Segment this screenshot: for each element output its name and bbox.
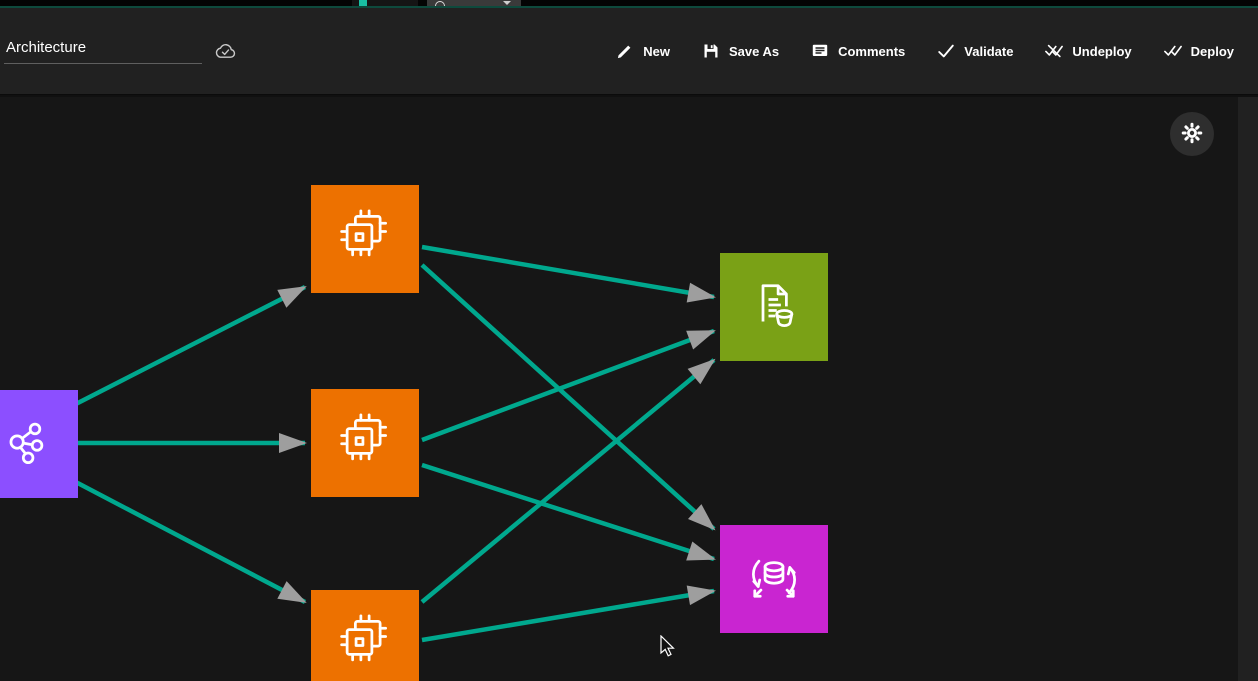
edge-network-compute-1[interactable] <box>68 284 307 410</box>
diagram-title-group <box>4 38 237 64</box>
edge-compute-2-storage[interactable] <box>421 328 716 443</box>
check-icon <box>937 42 955 60</box>
node-compute-3[interactable] <box>311 590 419 681</box>
chip-icon <box>332 408 398 479</box>
edge-compute-3-database[interactable] <box>421 585 716 643</box>
double-check-slash-icon <box>1045 42 1064 60</box>
chip-icon <box>332 609 398 680</box>
toolbar-action-comments[interactable]: Comments <box>811 42 905 60</box>
diagram-title-input[interactable] <box>4 38 202 64</box>
edge-compute-2-database[interactable] <box>421 462 716 562</box>
tab-view[interactable] <box>427 0 521 6</box>
toolbar-action-label: Save As <box>728 43 780 59</box>
node-database[interactable] <box>720 525 828 633</box>
save-icon <box>702 42 720 60</box>
node-compute-1[interactable] <box>311 185 419 293</box>
share-network-icon <box>0 409 57 480</box>
edge-network-compute-3[interactable] <box>68 477 307 604</box>
toolbar-action-label: Deploy <box>1190 43 1234 59</box>
settings-button[interactable] <box>1170 112 1214 156</box>
document-bucket-icon <box>741 272 807 343</box>
toolbar-action-validate[interactable]: Validate <box>937 42 1013 60</box>
comments-icon <box>811 42 829 60</box>
right-panel-edge <box>1238 97 1258 681</box>
edge-compute-3-storage[interactable] <box>420 358 716 604</box>
toolbar-action-label: New <box>643 43 670 59</box>
diagram-canvas[interactable] <box>0 97 1238 681</box>
pencil-icon <box>616 42 634 60</box>
toolbar-action-deploy[interactable]: Deploy <box>1163 42 1234 60</box>
node-compute-2[interactable] <box>311 389 419 497</box>
toolbar-action-label: Comments <box>838 43 906 59</box>
toolbar: New Save As Comments Validate Undeploy Deploy <box>0 8 1258 95</box>
database-sync-icon <box>741 544 807 615</box>
toolbar-action-label: Validate <box>964 43 1014 59</box>
toolbar-actions: New Save As Comments Validate Undeploy Deploy <box>616 42 1234 60</box>
tab-diagram[interactable] <box>352 0 418 6</box>
code-icon <box>359 0 367 6</box>
globe-icon <box>435 1 445 6</box>
cloud-done-icon <box>214 42 237 60</box>
edge-compute-1-storage[interactable] <box>421 244 716 303</box>
node-storage[interactable] <box>720 253 828 361</box>
chip-icon <box>332 204 398 275</box>
toolbar-action-label: Undeploy <box>1072 43 1132 59</box>
gear-icon <box>1180 121 1204 148</box>
toolbar-action-undeploy[interactable]: Undeploy <box>1045 42 1132 60</box>
chevron-down-icon <box>503 1 511 5</box>
toolbar-action-new[interactable]: New <box>616 42 670 60</box>
toolbar-action-save-as[interactable]: Save As <box>702 42 779 60</box>
double-check-icon <box>1163 42 1182 60</box>
node-network[interactable] <box>0 390 78 498</box>
edge-compute-1-database[interactable] <box>420 263 716 531</box>
top-tab-strip <box>0 0 1258 8</box>
diagram-edges-layer <box>68 244 716 643</box>
